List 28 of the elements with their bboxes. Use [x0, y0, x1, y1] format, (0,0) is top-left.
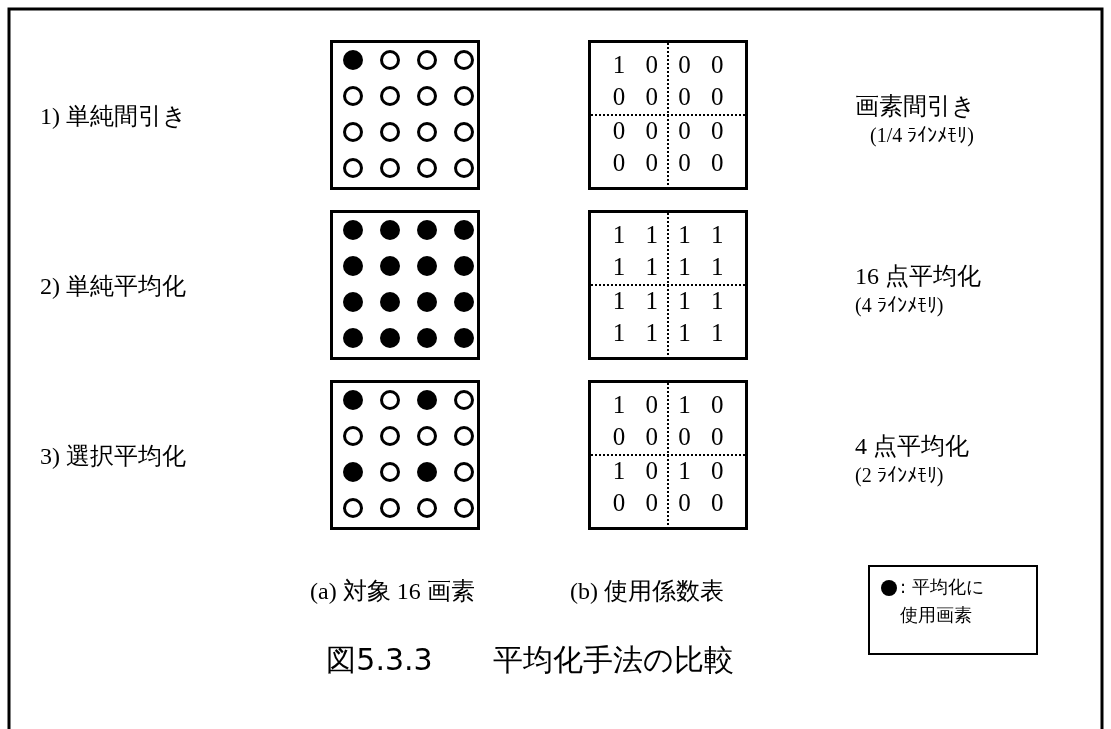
method-result: 4 点平均化 [855, 432, 969, 461]
coefficient-row-text: 1 1 1 1 [611, 286, 725, 316]
coefficient-row-text: 0 0 0 0 [611, 488, 725, 518]
coefficient-row-text: 1 0 1 0 [611, 390, 725, 420]
memory-note: (1/4 ﾗｲﾝﾒﾓﾘ) [870, 124, 974, 147]
coefficient-row-text: 1 1 1 1 [611, 220, 725, 250]
pixel-grid-box [330, 210, 480, 360]
coefficient-row-text: 0 0 0 0 [611, 116, 725, 146]
method-result: 16 点平均化 [855, 262, 981, 291]
pixel-grid-box [330, 40, 480, 190]
coefficient-row-text: 1 0 0 0 [611, 50, 725, 80]
coefficient-row-text: 0 0 0 0 [611, 82, 725, 112]
method-label: 3) 選択平均化 [40, 442, 186, 471]
coefficient-row-text: 1 1 1 1 [611, 318, 725, 348]
column-caption: (a) 対象 16 画素 [310, 577, 475, 606]
method-label: 1) 単純間引き [40, 102, 187, 131]
memory-note: (2 ﾗｲﾝﾒﾓﾘ) [855, 464, 944, 487]
coefficient-row-text: 1 0 1 0 [611, 456, 725, 486]
method-result: 画素間引き [855, 92, 976, 121]
method-label: 2) 単純平均化 [40, 272, 186, 301]
coefficient-row-text: 1 1 1 1 [611, 252, 725, 282]
coefficient-row-text: 0 0 0 0 [611, 148, 725, 178]
figure-caption: 図5.3.3 平均化手法の比較 [325, 641, 735, 679]
coefficient-row-text: 0 0 0 0 [611, 422, 725, 452]
column-caption: (b) 使用係数表 [570, 577, 724, 606]
pixel-grid-box [330, 380, 480, 530]
memory-note: (4 ﾗｲﾝﾒﾓﾘ) [855, 294, 944, 317]
legend-text: : 平均化に使用画素 [900, 575, 985, 627]
